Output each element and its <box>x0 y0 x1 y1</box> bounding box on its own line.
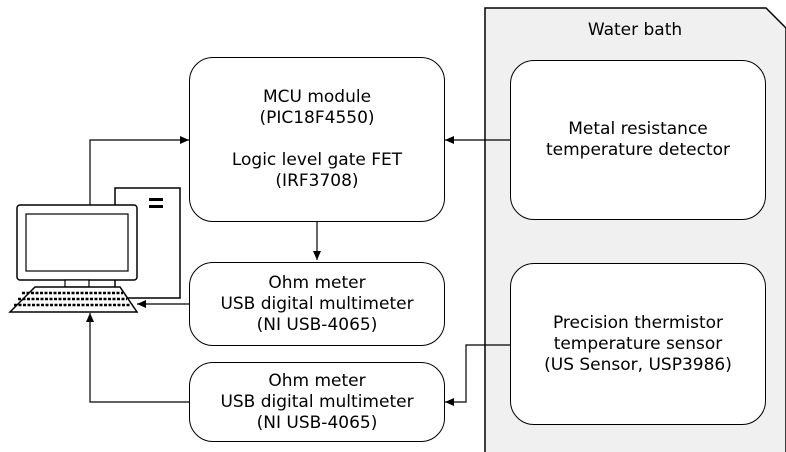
water-bath-label: Water bath <box>587 20 683 40</box>
ohm-meter-2-subtitle: USB digital multimeter <box>220 391 414 412</box>
wire-ohm-meter-2-to-computer <box>86 313 189 403</box>
mcu-module-box: MCU module (PIC18F4550) Logic level gate… <box>189 57 445 222</box>
ohm-meter-1-model: (NI USB-4065) <box>256 314 378 335</box>
desktop-computer-icon <box>8 187 181 313</box>
ohm-meter-1-title: Ohm meter <box>268 272 366 293</box>
thermistor-line-3: (US Sensor, USP3986) <box>544 354 732 375</box>
metal-detector-line-1: Metal resistance <box>568 119 708 139</box>
wire-computer-to-mcu <box>89 136 189 205</box>
ohm-meter-2-model: (NI USB-4065) <box>256 412 378 433</box>
mcu-module-label: MCU module <box>262 87 372 107</box>
thermistor-line-2: temperature sensor <box>553 333 723 354</box>
fet-label: Logic level gate FET <box>231 150 403 170</box>
metal-detector-line-2: temperature detector <box>545 140 731 160</box>
thermistor-sensor-box: Precision thermistor temperature sensor … <box>510 263 766 425</box>
ohm-meter-box-1: Ohm meter USB digital multimeter (NI USB… <box>189 262 445 346</box>
fet-part-number: (IRF3708) <box>275 171 359 191</box>
metal-resistance-detector-box: Metal resistance temperature detector <box>510 60 766 220</box>
wire-thermistor-to-ohm-meter-2 <box>445 344 510 406</box>
thermistor-line-1: Precision thermistor <box>552 312 724 333</box>
ohm-meter-box-2: Ohm meter USB digital multimeter (NI USB… <box>189 362 445 442</box>
ohm-meter-1-subtitle: USB digital multimeter <box>220 293 414 314</box>
ohm-meter-2-title: Ohm meter <box>268 370 366 391</box>
mcu-part-number: (PIC18F4550) <box>259 108 375 128</box>
